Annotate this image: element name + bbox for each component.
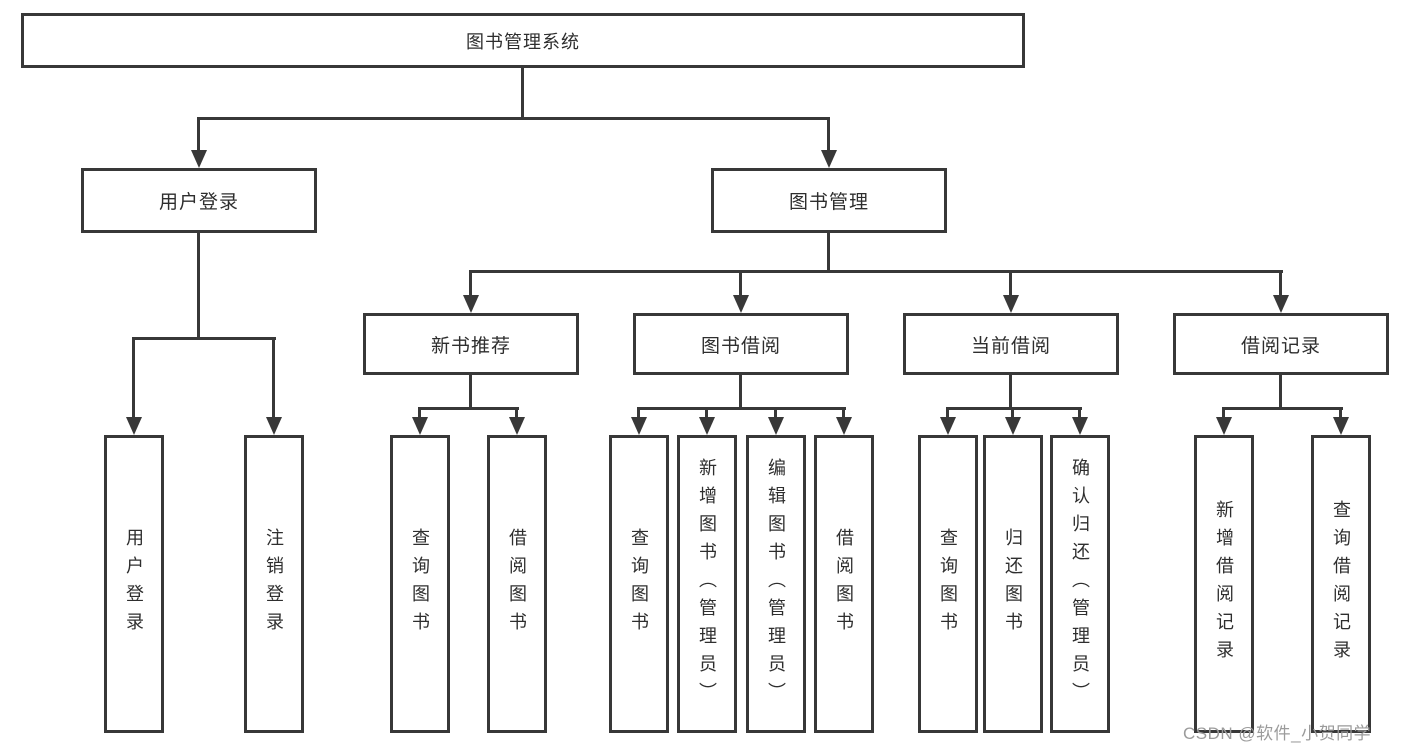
connector-new-book-recommendation-stem [469, 375, 472, 410]
arrow-down-icon [940, 417, 956, 435]
arrow-down-icon [1216, 417, 1232, 435]
arrow-down-icon [836, 417, 852, 435]
connector-level2-split [197, 117, 830, 120]
connector-drop-borrowing-records [1279, 270, 1282, 297]
arrow-down-icon [509, 417, 525, 435]
leaf-cb-confirm-return-label: 确认归还（管理员） [1070, 458, 1090, 710]
leaf-bb-borrow-books: 借阅图书 [814, 435, 874, 733]
connector-level3-split [469, 270, 1283, 273]
connector-borrowing-records-split [1222, 407, 1343, 410]
arrow-down-icon [191, 150, 207, 168]
arrow-down-icon [631, 417, 647, 435]
connector-drop-br-query [1339, 407, 1342, 419]
node-user-login: 用户登录 [81, 168, 317, 233]
leaf-bb-edit-books-label: 编辑图书（管理员） [766, 458, 786, 710]
node-user-login-label: 用户登录 [158, 192, 239, 213]
arrow-down-icon [266, 417, 282, 435]
connector-drop-nb-query [418, 407, 421, 419]
connector-drop-book-borrowing [739, 270, 742, 297]
connector-drop-cb-confirm [1078, 407, 1081, 419]
connector-drop-bb-add [705, 407, 708, 419]
leaf-logout-label: 注销登录 [264, 528, 284, 640]
node-book-management: 图书管理 [711, 168, 947, 233]
node-current-borrowing: 当前借阅 [903, 313, 1119, 375]
node-borrowing-records-label: 借阅记录 [1240, 335, 1321, 357]
leaf-nb-borrow-books-label: 借阅图书 [507, 528, 527, 640]
leaf-user-login-label: 用户登录 [124, 528, 144, 640]
node-new-book-recommendation: 新书推荐 [363, 313, 579, 375]
connector-current-borrowing-split [946, 407, 1082, 410]
connector-drop-br-add [1222, 407, 1225, 419]
leaf-bb-add-books-label: 新增图书（管理员） [697, 458, 717, 710]
connector-root-stem [521, 68, 524, 119]
node-root: 图书管理系统 [21, 13, 1025, 68]
leaf-cb-return-books: 归还图书 [983, 435, 1043, 733]
node-book-borrowing: 图书借阅 [633, 313, 849, 375]
arrow-down-icon [1005, 417, 1021, 435]
connector-drop-book-management [827, 117, 830, 152]
connector-user-login-stem [197, 233, 200, 340]
leaf-br-query-record: 查询借阅记录 [1311, 435, 1371, 733]
arrow-down-icon [1273, 295, 1289, 313]
connector-drop-nb-borrow [515, 407, 518, 419]
arrow-down-icon [1072, 417, 1088, 435]
connector-book-borrowing-stem [739, 375, 742, 410]
leaf-br-add-record: 新增借阅记录 [1194, 435, 1254, 733]
leaf-cb-query-books: 查询图书 [918, 435, 978, 733]
node-root-label: 图书管理系统 [466, 31, 580, 52]
leaf-cb-confirm-return: 确认归还（管理员） [1050, 435, 1110, 733]
connector-borrowing-records-stem [1279, 375, 1282, 410]
leaf-bb-query-books: 查询图书 [609, 435, 669, 733]
connector-drop-cb-query [946, 407, 949, 419]
leaf-br-add-record-label: 新增借阅记录 [1214, 500, 1234, 668]
leaf-cb-return-books-label: 归还图书 [1003, 528, 1023, 640]
leaf-br-query-record-label: 查询借阅记录 [1331, 500, 1351, 668]
node-book-borrowing-label: 图书借阅 [700, 335, 781, 357]
connector-drop-bb-query [637, 407, 640, 419]
leaf-user-login: 用户登录 [104, 435, 164, 733]
connector-drop-bb-edit [774, 407, 777, 419]
connector-new-book-recommendation-split [418, 407, 519, 410]
connector-book-management-stem [827, 233, 830, 273]
arrow-down-icon [412, 417, 428, 435]
arrow-down-icon [463, 295, 479, 313]
arrow-down-icon [699, 417, 715, 435]
leaf-nb-query-books: 查询图书 [390, 435, 450, 733]
node-book-management-label: 图书管理 [788, 192, 869, 213]
connector-drop-logout [272, 337, 275, 419]
connector-drop-current-borrowing [1009, 270, 1012, 297]
connector-drop-login [132, 337, 135, 419]
arrow-down-icon [821, 150, 837, 168]
connector-user-login-split [132, 337, 276, 340]
connector-book-borrowing-split [637, 407, 846, 410]
arrow-down-icon [1003, 295, 1019, 313]
leaf-nb-borrow-books: 借阅图书 [487, 435, 547, 733]
leaf-nb-query-books-label: 查询图书 [410, 528, 430, 640]
connector-drop-new-book-recommendation [469, 270, 472, 297]
leaf-bb-borrow-books-label: 借阅图书 [834, 528, 854, 640]
arrow-down-icon [733, 295, 749, 313]
node-current-borrowing-label: 当前借阅 [970, 335, 1051, 357]
arrow-down-icon [1333, 417, 1349, 435]
leaf-cb-query-books-label: 查询图书 [938, 528, 958, 640]
leaf-bb-query-books-label: 查询图书 [629, 528, 649, 640]
connector-drop-bb-borrow [842, 407, 845, 419]
connector-drop-cb-return [1011, 407, 1014, 419]
arrow-down-icon [126, 417, 142, 435]
leaf-bb-add-books: 新增图书（管理员） [677, 435, 737, 733]
leaf-bb-edit-books: 编辑图书（管理员） [746, 435, 806, 733]
leaf-logout: 注销登录 [244, 435, 304, 733]
csdn-watermark: CSDN @软件_小贺同学 [1183, 724, 1372, 743]
connector-drop-user-login [197, 117, 200, 152]
node-borrowing-records: 借阅记录 [1173, 313, 1389, 375]
connector-current-borrowing-stem [1009, 375, 1012, 410]
arrow-down-icon [768, 417, 784, 435]
node-new-book-recommendation-label: 新书推荐 [430, 335, 511, 357]
